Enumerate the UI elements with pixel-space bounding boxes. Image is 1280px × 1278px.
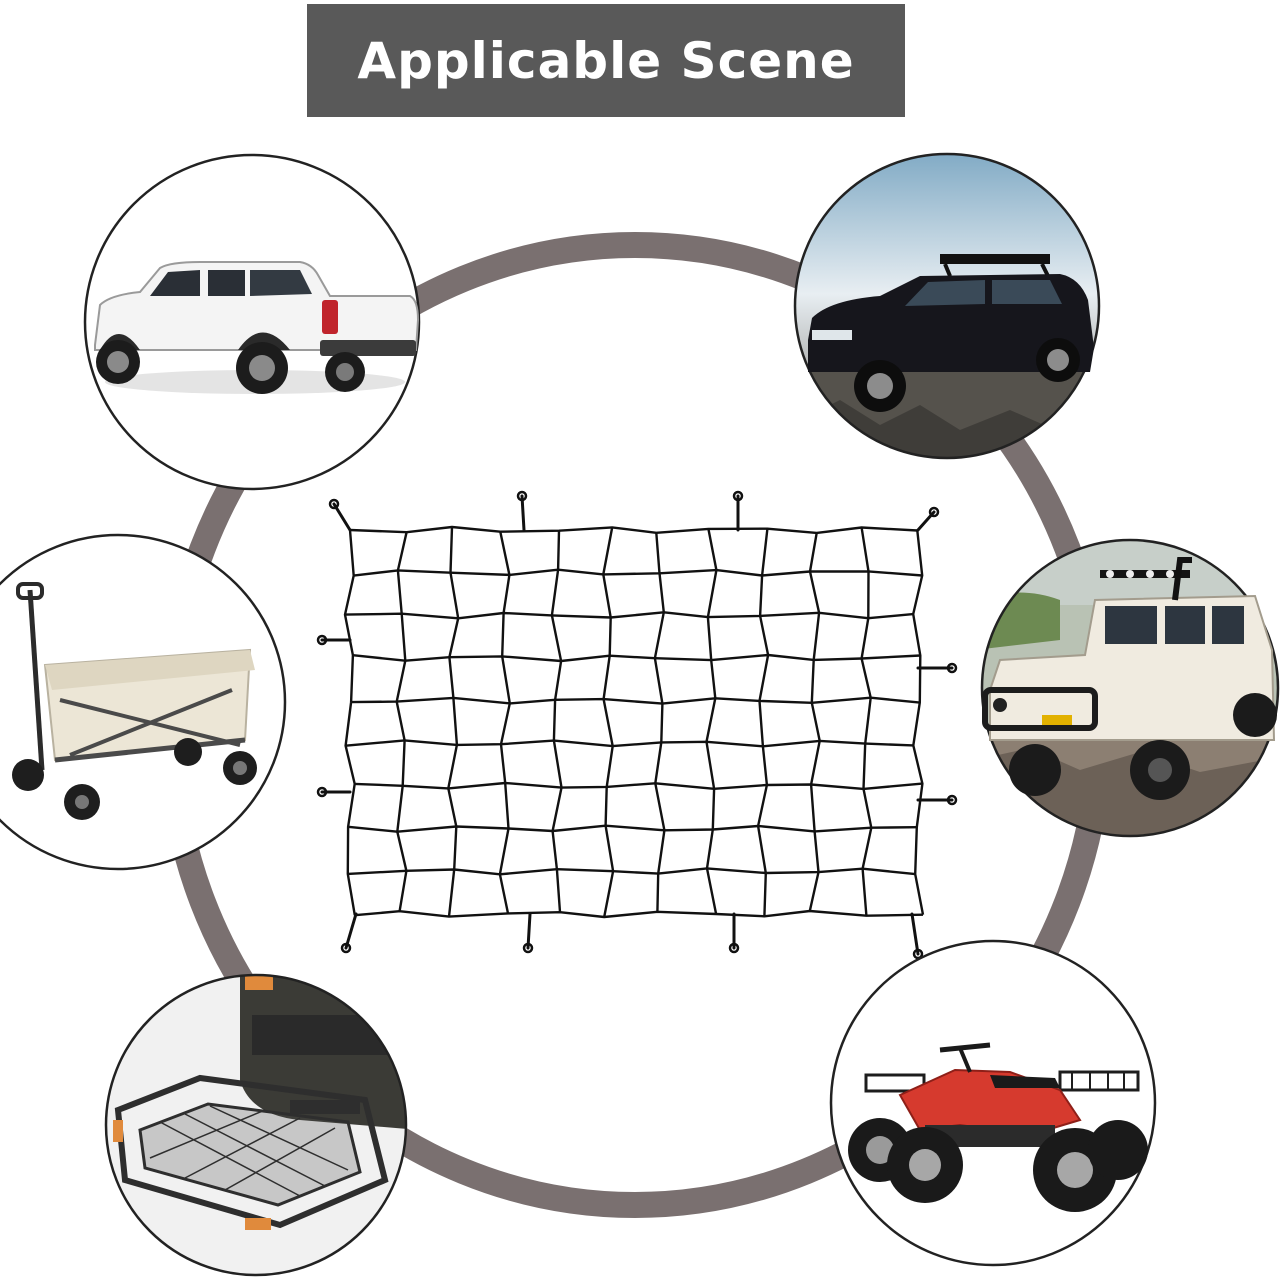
cargo-net-icon — [316, 490, 958, 960]
page-title: Applicable Scene — [357, 31, 855, 90]
net-vertical-strand — [447, 526, 460, 917]
off-road-4x4-icon — [982, 557, 1277, 800]
net-vertical-strand — [602, 527, 615, 918]
net-hook-tip — [316, 786, 328, 798]
net-hook-icon — [520, 494, 526, 532]
net-vertical-strand — [705, 528, 718, 915]
net-horizontal-strand — [352, 653, 921, 663]
hitch-cargo-carrier-icon — [113, 1074, 389, 1230]
suv-roof-rack-icon — [808, 254, 1094, 412]
net-vertical-strand — [343, 529, 356, 916]
net-horizontal-strand — [345, 739, 914, 748]
net-horizontal-strand — [349, 525, 918, 535]
net-vertical-strand — [498, 531, 511, 914]
net-horizontal-strand — [351, 696, 920, 705]
atv-quad-bike-icon — [848, 1042, 1148, 1212]
net-hook-tip — [316, 634, 328, 646]
pickup-truck-icon — [94, 261, 420, 394]
net-horizontal-strand — [344, 611, 914, 620]
net-horizontal-strand — [354, 909, 924, 919]
net-hook-tip — [732, 490, 744, 502]
net-hook-tip — [328, 498, 340, 510]
scene-hitch-cargo-carrier — [104, 973, 408, 1277]
net-vertical-strand — [860, 527, 873, 916]
scene-off-road-4x4 — [980, 538, 1280, 838]
net-vertical-strand — [653, 532, 666, 912]
title-banner: Applicable Scene — [307, 4, 905, 117]
net-hook-icon — [344, 912, 358, 950]
net-vertical-strand — [395, 531, 408, 912]
net-hook-tip — [728, 942, 740, 954]
net-hook-tip — [522, 942, 534, 954]
scene-suv-roof-rack — [793, 152, 1101, 460]
net-vertical-strand — [808, 532, 821, 912]
net-horizontal-strand — [354, 781, 923, 791]
net-horizontal-strand — [347, 867, 916, 876]
net-hook-tip — [946, 794, 958, 806]
net-hook-icon — [526, 912, 532, 950]
net-hook-icon — [910, 912, 920, 956]
net-hook-tip — [928, 506, 940, 518]
net-horizontal-strand — [347, 824, 917, 833]
net-hook-tip — [516, 490, 528, 502]
net-hook-tip — [340, 942, 352, 954]
net-vertical-strand — [550, 530, 563, 913]
scene-pickup-truck — [83, 153, 421, 491]
net-horizontal-strand — [353, 568, 923, 577]
folding-wagon-icon — [12, 582, 257, 820]
net-vertical-strand — [756, 528, 770, 917]
scene-folding-wagon — [0, 533, 287, 871]
scene-atv-quad-bike — [829, 939, 1157, 1267]
net-hook-tip — [946, 662, 958, 674]
net-vertical-strand — [912, 530, 925, 915]
